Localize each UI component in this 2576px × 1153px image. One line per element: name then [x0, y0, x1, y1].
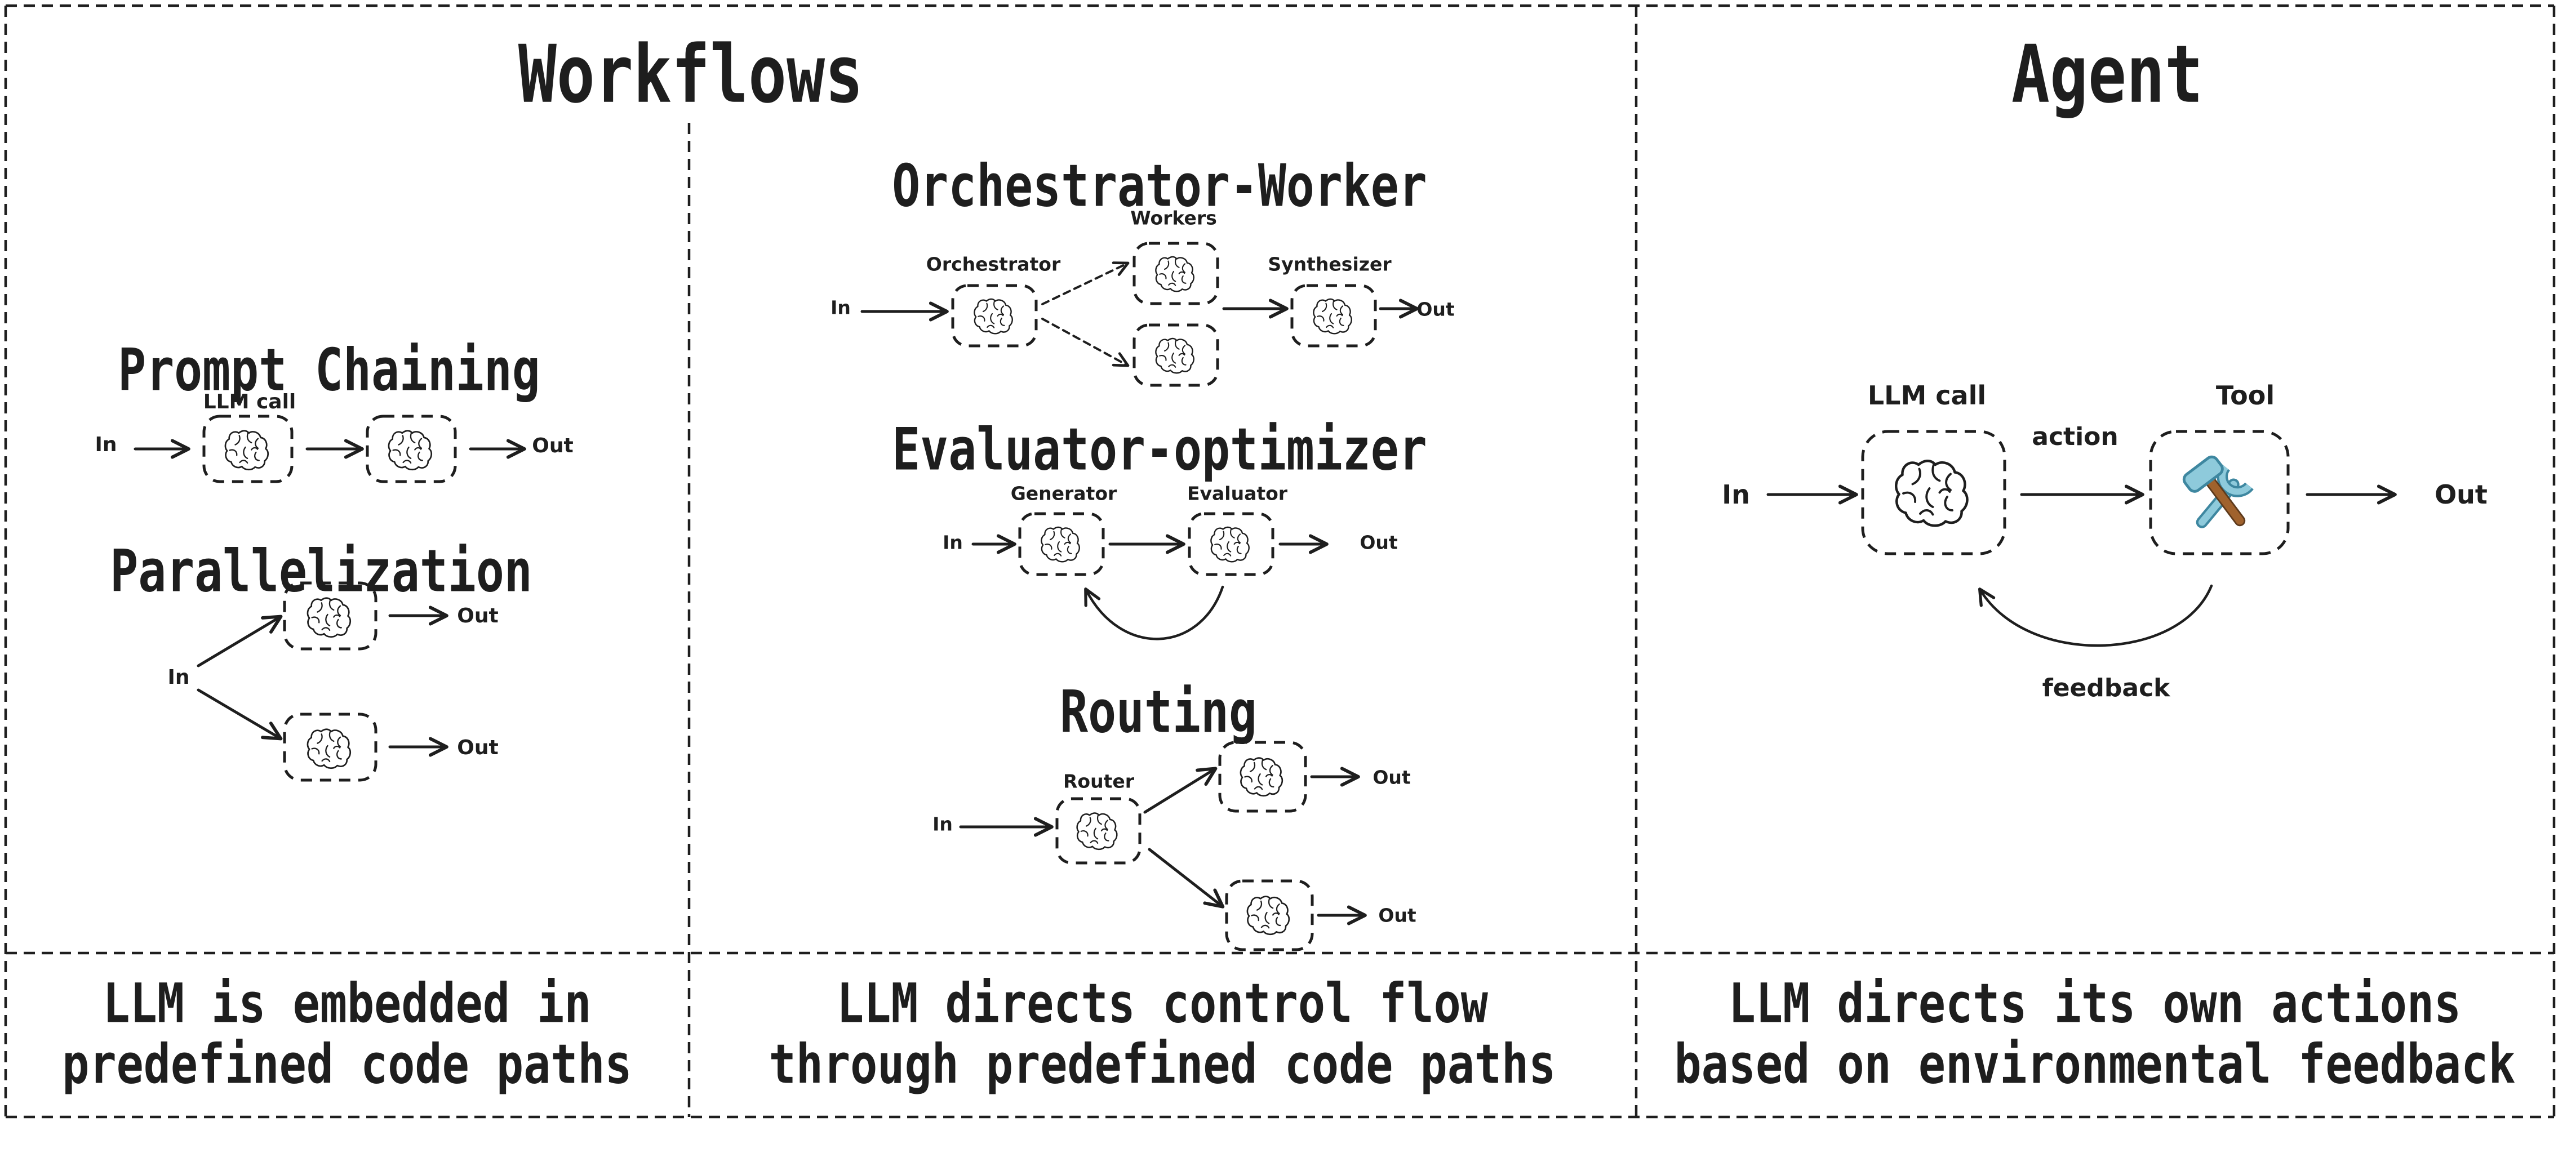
- brain-icon: [1896, 461, 1967, 526]
- llm-box: [202, 415, 294, 483]
- synthesizer-box: [1290, 284, 1377, 348]
- brain-icon: [974, 298, 1013, 335]
- arrow: [1143, 767, 1218, 814]
- agent-diagram: [1766, 430, 2397, 647]
- brain-icon: [1041, 526, 1080, 563]
- out-label: Out: [2435, 479, 2488, 510]
- hammer-wrench-icon: [2182, 455, 2249, 522]
- in-label: In: [932, 813, 953, 835]
- llm-call-label: LLM call: [203, 390, 296, 413]
- generator-label: Generator: [1010, 482, 1117, 505]
- caption-line: predefined code paths: [62, 1032, 632, 1096]
- action-label: action: [2032, 422, 2118, 451]
- tool-label: Tool: [2215, 380, 2275, 411]
- workflows-middle-caption: LLM directs control flow through predefi…: [769, 973, 1556, 1094]
- brain-icon: [1155, 337, 1194, 374]
- brain-icon: [224, 430, 269, 471]
- parallelization-diagram: [197, 581, 448, 782]
- router-label: Router: [1063, 770, 1135, 793]
- generator-box: [1018, 512, 1105, 576]
- in-label: In: [830, 296, 851, 319]
- brain-icon: [1210, 526, 1250, 563]
- arrow: [197, 615, 283, 667]
- panel-borders: [4, 4, 2556, 1119]
- in-label: In: [167, 666, 190, 689]
- in-label: In: [95, 433, 117, 456]
- feedback-label: feedback: [2042, 674, 2170, 702]
- worker-box-bottom: [1132, 323, 1219, 387]
- caption-line: through predefined code paths: [769, 1032, 1556, 1096]
- brain-icon: [388, 430, 433, 471]
- orchestrator-worker-diagram: [860, 242, 1419, 387]
- brain-icon: [1240, 757, 1283, 797]
- orchestrator-box: [951, 284, 1038, 348]
- out-label: Out: [532, 434, 574, 457]
- agent-caption: LLM directs its own actions based on env…: [1674, 973, 2515, 1094]
- router-box: [1055, 797, 1142, 865]
- feedback-loop-arrow: [1084, 585, 1224, 640]
- out-label: Out: [457, 736, 499, 759]
- in-label: In: [943, 531, 963, 554]
- agent-panel-title: Agent: [2011, 28, 2204, 121]
- worker-box-top: [1132, 242, 1219, 305]
- out-label: Out: [457, 604, 499, 627]
- feedback-loop-arrow: [1978, 584, 2213, 647]
- brain-icon: [1076, 812, 1118, 851]
- llm-call-label: LLM call: [1867, 380, 1987, 411]
- caption-line: LLM is embedded in: [103, 972, 592, 1035]
- brain-icon: [1246, 896, 1290, 936]
- brain-icon: [1155, 256, 1194, 292]
- routing-title: Routing: [1060, 678, 1257, 746]
- brain-icon: [1313, 298, 1352, 335]
- prompt-chaining-title: Prompt Chaining: [118, 336, 540, 404]
- evaluator-label: Evaluator: [1187, 482, 1288, 505]
- llm-box: [1218, 741, 1307, 813]
- llm-box: [283, 713, 377, 782]
- workflows-left-caption: LLM is embedded in predefined code paths: [62, 973, 632, 1094]
- out-label: Out: [1373, 766, 1411, 789]
- brain-icon: [307, 728, 352, 769]
- caption-line: based on environmental feedback: [1674, 1032, 2516, 1096]
- arrow: [197, 688, 283, 741]
- llm-box: [366, 415, 457, 483]
- out-label: Out: [1378, 904, 1416, 927]
- out-label: Out: [1360, 531, 1398, 554]
- tool-box: [2149, 430, 2290, 555]
- evaluator-optimizer-title: Evaluator-optimizer: [892, 415, 1427, 484]
- workers-label: Workers: [1130, 207, 1217, 229]
- synthesizer-label: Synthesizer: [1268, 253, 1392, 275]
- evaluator-optimizer-diagram: [971, 512, 1329, 640]
- caption-line: LLM directs control flow: [837, 972, 1488, 1035]
- evaluator-box: [1188, 512, 1274, 576]
- parallelization-title: Parallelization: [110, 537, 532, 606]
- prompt-chaining-diagram: [134, 415, 526, 483]
- llm-box: [1225, 879, 1314, 951]
- out-label: Out: [1416, 298, 1455, 320]
- caption-line: LLM directs its own actions: [1728, 972, 2462, 1035]
- dashed-arrow: [1041, 318, 1130, 367]
- in-label: In: [1722, 479, 1750, 510]
- orchestrator-label: Orchestrator: [926, 253, 1061, 275]
- routing-diagram: [959, 741, 1367, 951]
- llm-box: [283, 581, 377, 651]
- arrow: [1148, 848, 1225, 909]
- llm-call-box: [1861, 430, 2006, 555]
- orchestrator-worker-title: Orchestrator-Worker: [892, 152, 1427, 220]
- workflows-panel-title: Workflows: [518, 28, 864, 121]
- dashed-arrow: [1041, 261, 1130, 305]
